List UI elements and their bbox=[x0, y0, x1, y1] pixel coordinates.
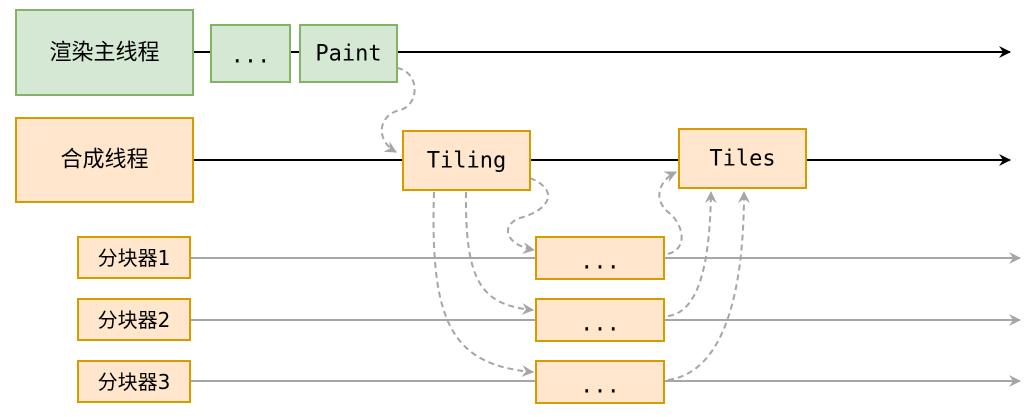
tiling-to-raster1-connector bbox=[507, 177, 550, 255]
paint-to-tiling-connector bbox=[380, 67, 416, 153]
raster3-label: 分块器3 bbox=[77, 360, 191, 403]
tiling-to-raster2-connector bbox=[464, 191, 534, 315]
main-thread-label: 渲染主线程 bbox=[15, 9, 194, 96]
compositor-thread-label-text: 合成线程 bbox=[60, 148, 148, 173]
tiling-to-raster3-connector bbox=[432, 191, 534, 378]
tiling-task: Tiling bbox=[402, 130, 531, 191]
paint-text: Paint bbox=[315, 42, 381, 67]
main-ellipsis-text: ... bbox=[231, 44, 271, 69]
compositor-thread-label: 合成线程 bbox=[15, 117, 194, 203]
paint-task: Paint bbox=[299, 24, 398, 83]
tiles-task: Tiles bbox=[678, 128, 807, 189]
raster1-label: 分块器1 bbox=[77, 236, 191, 279]
raster2-label: 分块器2 bbox=[77, 298, 191, 341]
main-ellipsis-task: ... bbox=[210, 24, 291, 83]
raster1-task-text: ... bbox=[580, 250, 620, 275]
raster3-task: ... bbox=[535, 360, 665, 404]
raster3-task-text: ... bbox=[580, 374, 620, 399]
raster3-label-text: 分块器3 bbox=[98, 370, 171, 394]
raster1-to-tiles-connector bbox=[658, 171, 683, 255]
raster2-task-text: ... bbox=[580, 312, 620, 337]
raster2-task: ... bbox=[535, 298, 665, 342]
raster2-to-tiles-connector bbox=[667, 191, 717, 317]
tiling-text: Tiling bbox=[427, 149, 506, 174]
raster1-task: ... bbox=[535, 236, 665, 280]
raster1-label-text: 分块器1 bbox=[98, 246, 171, 270]
main-thread-label-text: 渲染主线程 bbox=[49, 41, 159, 66]
raster2-label-text: 分块器2 bbox=[98, 308, 171, 332]
raster3-to-tiles-connector bbox=[667, 191, 750, 381]
tiles-text: Tiles bbox=[709, 147, 775, 172]
